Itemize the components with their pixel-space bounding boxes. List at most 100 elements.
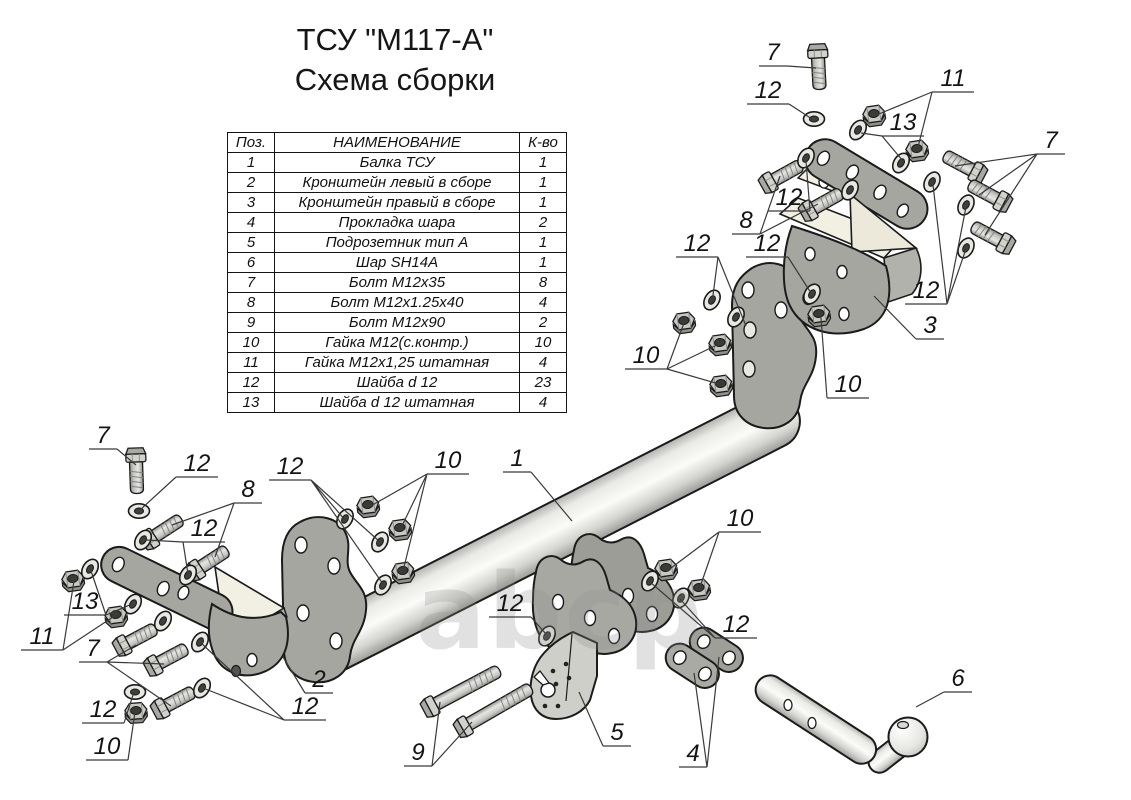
socket-plate: [529, 630, 598, 721]
name-cell: Кронштейн левый в сборе: [274, 172, 520, 193]
callout-washer-d12: 12: [489, 590, 547, 635]
nut-m12-lock: [123, 701, 149, 725]
name-cell: Болт М12х90: [274, 312, 520, 333]
leader-line: [86, 711, 136, 761]
callout-label: 3: [923, 312, 937, 339]
callout-washer-d12: 12: [746, 230, 812, 294]
leader-line: [200, 642, 326, 721]
callout-label: 6: [951, 665, 965, 692]
callout-nut-m12-lock: 10: [368, 447, 469, 572]
callout-washer-d12: 12: [676, 230, 747, 327]
callout-socket-plate: 5: [578, 691, 631, 747]
leader-line: [666, 531, 761, 591]
callout-label: 12: [277, 453, 304, 480]
leader-line: [79, 644, 172, 707]
leader-line: [64, 570, 133, 616]
leader-line: [171, 502, 262, 558]
leader-line: [82, 691, 135, 724]
callout-washer-d12: 12: [139, 450, 218, 511]
callout-label: 5: [610, 719, 624, 746]
callout-label: 10: [727, 505, 754, 532]
callout-label: 7: [96, 422, 111, 449]
callout-tow-ball: 6: [915, 665, 972, 708]
callout-bolt-m12x1.25x40: 8: [171, 476, 262, 558]
callout-nut-m12x1.25-stock: 11: [873, 65, 974, 152]
leader-line: [768, 160, 811, 212]
leader-line: [747, 103, 813, 120]
callout-label: 12: [497, 590, 524, 617]
callout-label: 12: [776, 184, 803, 211]
callout-label: 7: [1044, 127, 1059, 154]
beam-hanger-plate-front: [531, 555, 638, 655]
table-header-row: Поз. НАИМЕНОВАНИЕ К-во: [227, 132, 567, 153]
tow-ball: [754, 674, 929, 774]
callout-nut-m12-lock: 10: [820, 317, 869, 399]
leader-line: [139, 476, 218, 511]
leader-line: [860, 132, 924, 162]
leader-line: [489, 616, 547, 635]
callout-label: 12: [292, 693, 319, 720]
ball-spacer-back: [688, 626, 744, 673]
callout-washer-d12: 12: [82, 691, 135, 724]
callout-label: 2: [311, 666, 325, 693]
callout-nut-m12x1.25-stock: 11: [21, 580, 117, 651]
callout-bolt-m12x35: 7: [954, 127, 1065, 236]
callout-bracket-right: 3: [873, 295, 944, 340]
leader-line: [905, 184, 967, 305]
drawing-title-line2: Схема сборки: [294, 61, 496, 97]
callout-washer-d12-stock: 13: [860, 109, 924, 162]
callout-nut-m12-lock: 10: [625, 322, 720, 385]
callout-label: 11: [941, 65, 966, 92]
bolt-m12x35: [148, 681, 200, 723]
qty-cell: 1: [519, 232, 567, 253]
leader-line: [89, 448, 137, 466]
qty-cell: 10: [519, 332, 567, 353]
callout-washer-d12: 12: [649, 581, 757, 639]
bolt-m12x35: [141, 638, 193, 680]
callout-bolt-m12x1.25x40: 8: [732, 175, 819, 235]
washer-d12: [919, 168, 945, 196]
name-cell: Шар SH14A: [274, 252, 520, 273]
callout-washer-d12-stock: 13: [64, 570, 133, 616]
callout-label: 1: [510, 445, 523, 472]
callout-label: 10: [633, 342, 660, 369]
qty-cell: 23: [519, 372, 567, 393]
callout-label: 7: [766, 39, 781, 66]
callout-ball-spacer: 4: [679, 656, 720, 768]
drawing-title-line1: ТСУ "М117-А": [296, 22, 494, 57]
callout-bolt-m12x35: 7: [759, 39, 817, 69]
drawing-title: ТСУ "М117-А" Схема сборки: [225, 20, 565, 99]
washer-d12: [127, 502, 151, 520]
callout-nut-m12-lock: 10: [86, 711, 136, 761]
name-cell: Гайка М12х1,25 штатная: [274, 352, 520, 373]
watermark: abcp: [416, 551, 705, 673]
leader-line: [404, 701, 473, 767]
callout-label: 12: [684, 230, 711, 257]
callout-washer-d12: 12: [768, 160, 811, 212]
nut-m12-lock: [355, 494, 382, 520]
callout-washer-d12: 12: [269, 453, 384, 585]
callout-label: 12: [754, 230, 781, 257]
callout-washer-d12: 12: [200, 642, 326, 721]
callout-bolt-m12x35: 7: [89, 422, 137, 466]
qty-cell: 4: [519, 392, 567, 413]
callout-nut-m12-lock: 10: [666, 505, 761, 591]
name-cell: Прокладка шара: [274, 212, 520, 233]
leader-line: [21, 580, 117, 651]
callout-label: 11: [30, 623, 55, 650]
callout-label: 10: [94, 733, 121, 760]
callout-label: 12: [191, 515, 218, 542]
leader-line: [649, 581, 757, 639]
